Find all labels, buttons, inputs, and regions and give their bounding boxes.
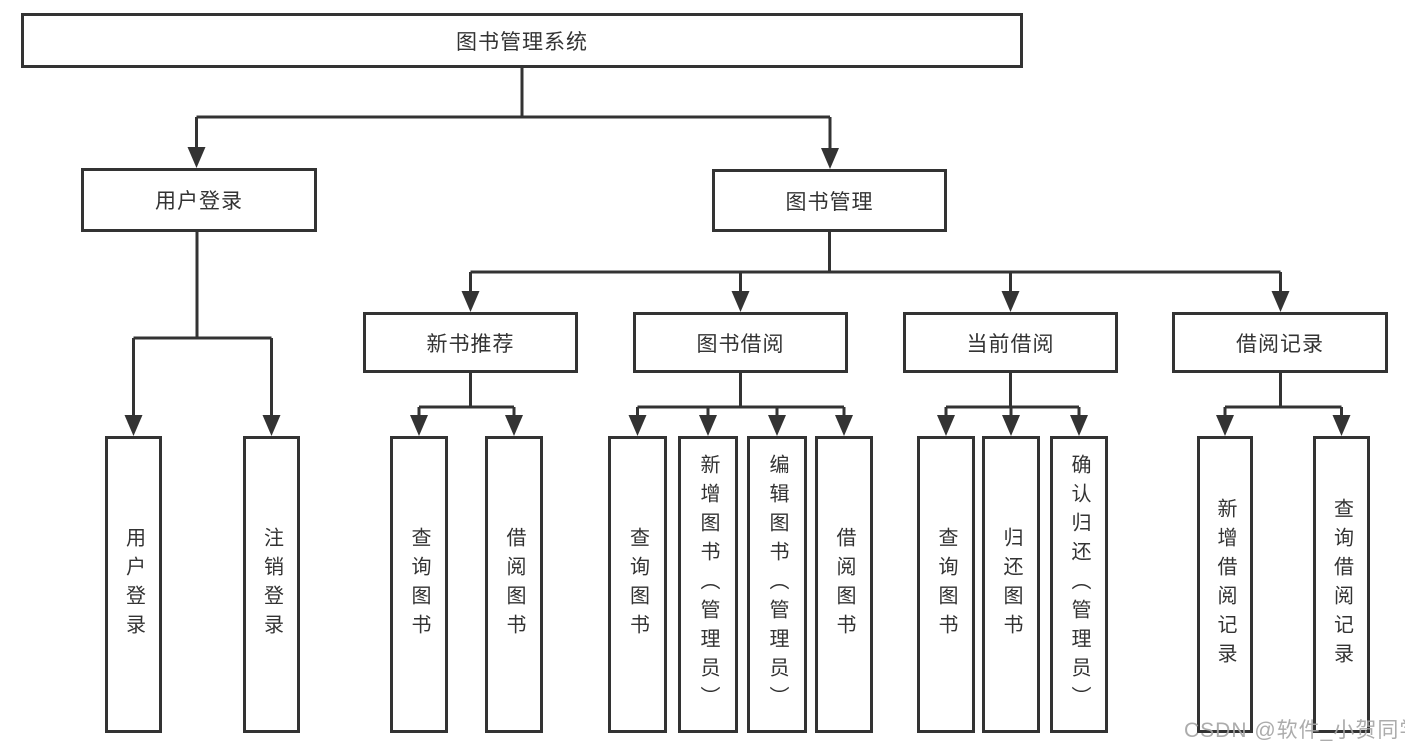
node-add-book-admin: 新增图书（管理员）: [678, 436, 738, 733]
node-label: 查询图书: [935, 526, 957, 643]
node-label: 借阅图书: [833, 526, 855, 643]
node-label: 确认归还（管理员）: [1068, 454, 1090, 715]
node-label: 新书推荐: [426, 332, 515, 356]
node-book-management: 图书管理: [712, 169, 947, 232]
node-label: 图书管理: [785, 190, 874, 214]
node-user-login: 用户登录: [105, 436, 162, 733]
node-label: 编辑图书（管理员）: [766, 454, 788, 715]
node-label: 当前借阅: [966, 332, 1055, 356]
node-label: 新增借阅记录: [1214, 497, 1236, 672]
node-label: 查询图书: [408, 526, 430, 643]
node-logout: 注销登录: [243, 436, 300, 733]
node-new-book-recommend: 新书推荐: [363, 312, 578, 373]
node-borrow-books: 借阅图书: [815, 436, 873, 733]
node-borrowing-records: 借阅记录: [1172, 312, 1388, 373]
node-label: 查询图书: [626, 526, 649, 643]
node-query-books-borrow: 查询图书: [608, 436, 667, 733]
node-label: 注销登录: [260, 526, 283, 643]
node-confirm-return-admin: 确认归还（管理员）: [1050, 436, 1108, 733]
node-label: 查询借阅记录: [1330, 497, 1353, 672]
node-label: 用户登录: [155, 190, 243, 213]
node-add-borrow-record: 新增借阅记录: [1197, 436, 1253, 733]
node-library-system: 图书管理系统: [21, 13, 1023, 68]
node-book-borrowing: 图书借阅: [633, 312, 848, 373]
node-label: 借阅图书: [503, 526, 525, 643]
csdn-watermark: CSDN @软件_小贺同学: [1184, 719, 1405, 742]
node-borrow-books-recommend: 借阅图书: [485, 436, 543, 733]
node-label: 用户登录: [122, 526, 145, 643]
arrowheads: [124, 147, 1351, 436]
node-label: 归还图书: [1000, 526, 1022, 643]
node-edit-book-admin: 编辑图书（管理员）: [747, 436, 807, 733]
node-label: 借阅记录: [1236, 332, 1324, 356]
node-current-borrowing: 当前借阅: [903, 312, 1118, 373]
node-label: 图书借阅: [696, 332, 785, 356]
node-label: 新增图书（管理员）: [697, 454, 719, 715]
node-query-books-current: 查询图书: [917, 436, 975, 733]
node-return-books: 归还图书: [982, 436, 1040, 733]
node-query-books-recommend: 查询图书: [390, 436, 448, 733]
node-query-borrow-record: 查询借阅记录: [1313, 436, 1370, 733]
node-user-login-group: 用户登录: [81, 168, 317, 232]
node-label: 图书管理系统: [456, 30, 588, 54]
